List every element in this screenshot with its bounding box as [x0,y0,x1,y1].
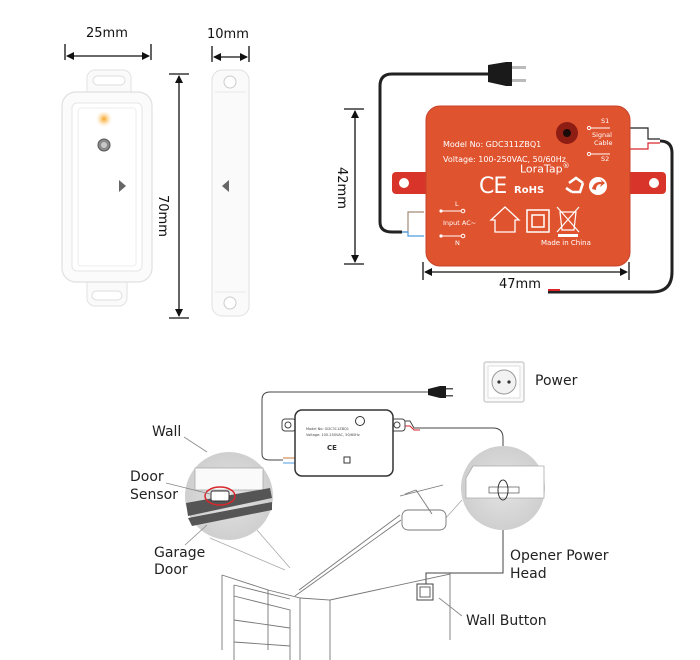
green-dot-icon [589,177,607,195]
wall-label: Wall [152,424,182,440]
controller-height-label: 42mm [334,167,349,209]
made-in-text: Made in China [541,239,591,247]
opener-magnifier [443,446,545,530]
controller-model-text: Model No: GDC311ZBQ1 [443,140,542,149]
garage-door-label-1: Garage [154,545,206,561]
signal-cable [548,127,674,294]
opener-label-2: Head [510,566,547,582]
brand-registered-mark: ® [562,162,570,170]
sensor-highlight-circle [204,486,236,506]
recycle-icon [565,176,585,194]
ce-mark: CE [479,174,507,199]
install-power-cable [261,386,453,464]
sensor-thickness-dimension [211,46,250,62]
led-indicator [96,111,112,127]
door-sensor-body [61,69,153,307]
sensor-width-label: 25mm [86,26,128,41]
indoor-use-icon [489,206,521,233]
rohs-mark: RoHS [514,185,545,196]
door-sensor-label-2: Sensor [130,487,178,503]
controller-brand: LoraTap® [520,162,570,176]
alignment-arrow-icon [222,180,229,192]
power-cable [378,62,526,237]
input-ac-label: Input AC~ [443,219,477,227]
opener-label-1: Opener Power [510,548,609,564]
install-controller: Model No: GDC311ZBQ1 Voltage: 100-250VAC… [281,409,406,477]
wall-button-icon [416,583,463,617]
weee-bin-icon [556,206,580,237]
sensor-thickness-label: 10mm [207,27,249,42]
svg-text:Voltage: 100-250VAC, 50/60Hz: Voltage: 100-250VAC, 50/60Hz [306,433,360,437]
door-sensor-label-1: Door [130,469,164,485]
door-sensor-leader-line [165,482,211,495]
class-ii-icon [526,209,550,233]
svg-text:CE: CE [327,444,337,452]
eu-plug-icon [488,62,512,86]
controller-width-label: 47mm [499,277,541,292]
garage-door-leader-line [184,524,208,546]
brand-name: LoraTap [520,162,563,176]
input-l-label: L [455,200,459,208]
svg-text:Model No: GDC311ZBQ1: Model No: GDC311ZBQ1 [306,427,349,431]
install-plug-icon [428,386,446,398]
wall-socket-icon [483,361,525,403]
signal-s2-label: S2 [601,155,610,163]
sensor-width-dimension [64,44,152,60]
magnet-body [211,69,250,317]
controller-voltage-text: Voltage: 100-250VAC, 50/60Hz [443,155,566,164]
signal-label-1: Signal [592,131,612,139]
sensor-height-dimension [169,73,189,319]
wall-leader-line [183,436,208,453]
sensor-height-label: 70mm [155,195,170,237]
alignment-arrow-icon [119,180,126,192]
signal-s1-label: S1 [601,117,610,125]
power-label: Power [535,373,578,389]
wall-button-label: Wall Button [466,613,547,629]
input-n-label: N [455,239,460,247]
controller-body [392,105,666,267]
controller-height-dimension [344,108,364,265]
garage-scene [221,484,451,660]
controller-width-dimension [422,262,630,280]
garage-door-label-2: Door [154,562,188,578]
door-sensor-magnifier [185,452,291,571]
signal-label-2: Cable [594,139,613,147]
